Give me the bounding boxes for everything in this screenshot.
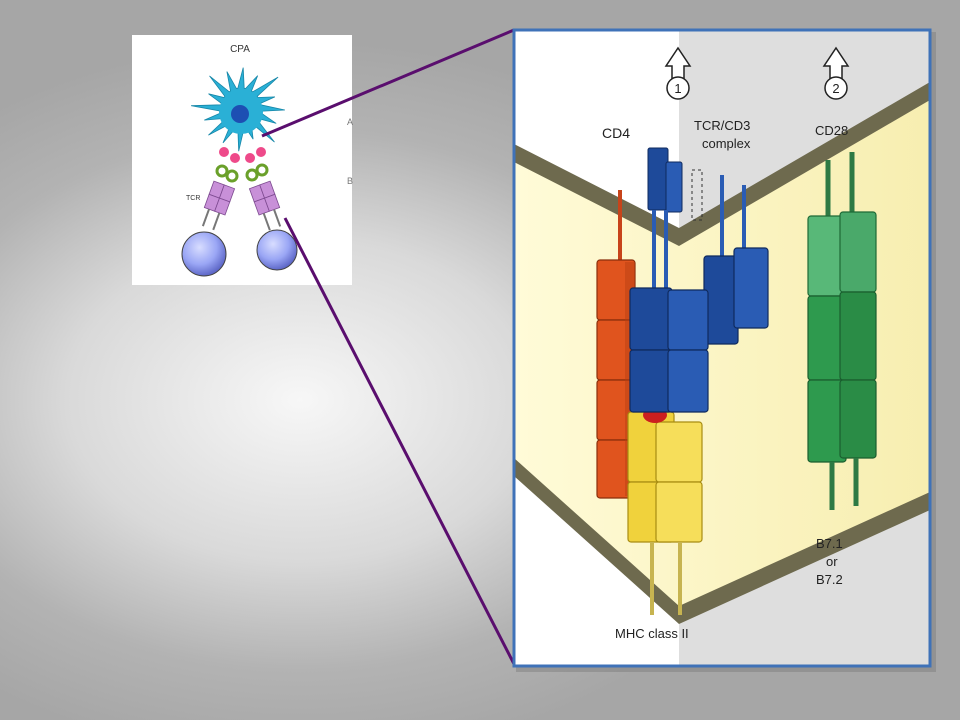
t-cell-right [256, 229, 298, 271]
thumbnail-label-clipped-b: B [347, 176, 353, 186]
thumbnail-receptor-right [245, 147, 298, 271]
signal-2-arrow: 2 [822, 46, 850, 100]
t-cell-left [181, 231, 227, 277]
signal-2-badge [824, 76, 848, 100]
signal-2-number: 2 [832, 81, 839, 96]
label-cd4: CD4 [602, 125, 630, 141]
label-or: or [826, 554, 838, 569]
lower-membrane [514, 458, 930, 624]
label-b7-2: B7.2 [816, 572, 843, 587]
thumbnail-panel: CPA A B TCR [132, 35, 353, 285]
label-mhc-class-ii: MHC class II [615, 626, 689, 641]
detail-panel-border [512, 28, 932, 668]
mhc-class-ii-molecule [627, 407, 703, 615]
tcr-cd3-complex [629, 147, 769, 413]
zoom-connector-top [261, 28, 515, 138]
label-tcr-cd3: TCR/CD3 [694, 118, 750, 133]
dendritic-cell [191, 67, 285, 152]
signal-1-arrow: 1 [664, 46, 692, 100]
dendritic-cell-nucleus [231, 105, 249, 123]
thumbnail-receptor-left: TCR [181, 147, 240, 277]
label-b7-1: B7.1 [816, 536, 843, 551]
signal-1-number: 1 [674, 81, 681, 96]
thumbnail-label-cpa: CPA [230, 44, 250, 55]
thumbnail-label-clipped-a: A [347, 117, 353, 127]
zoom-connector-bottom [283, 217, 516, 665]
signal-1-badge [666, 76, 690, 100]
label-cd28: CD28 [815, 123, 848, 138]
thumbnail-label-tcr: TCR [186, 195, 200, 202]
cd28-b7-pair [807, 152, 877, 510]
detail-panel: 1 2 CD4 TCR/CD3 complex CD28 B7.1 or B7.… [512, 28, 936, 672]
label-complex: complex [702, 136, 751, 151]
